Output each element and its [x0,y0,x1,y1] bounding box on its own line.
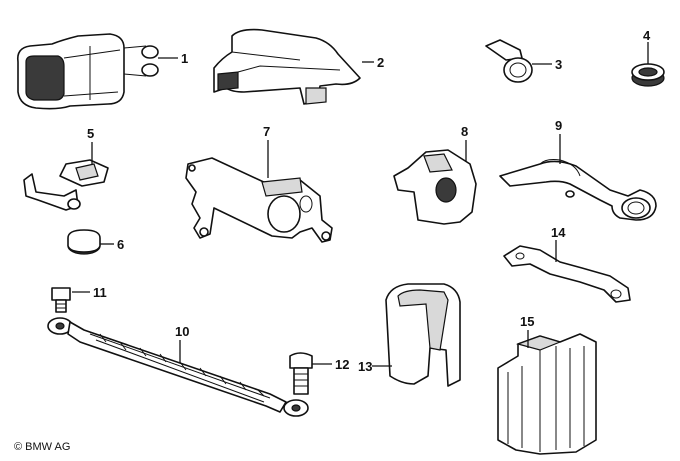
part-7-mounting-bracket[interactable] [185,157,333,243]
part-13-cover[interactable] [385,283,461,387]
callout-4: 4 [643,28,651,43]
part-9-pipe-holder[interactable] [499,159,657,221]
part-14-strap[interactable] [503,245,631,303]
callout-6: 6 [117,237,124,252]
part-2-housing[interactable] [213,28,361,105]
callout-5: 5 [87,126,94,141]
callout-1: 1 [181,51,188,66]
part-5-bracket[interactable] [23,159,109,211]
part-1-grommet[interactable] [16,33,159,110]
part-6-cap[interactable] [67,229,101,255]
part-11-bolt[interactable] [51,287,71,313]
part-8-bracket[interactable] [393,149,477,225]
callout-9: 9 [555,118,562,133]
part-12-bolt[interactable] [289,352,313,395]
callout-10: 10 [175,324,189,339]
callout-7: 7 [263,124,270,139]
part-3-clamp[interactable] [485,39,533,83]
callout-13: 13 [358,359,372,374]
callout-14: 14 [551,225,566,240]
callout-8: 8 [461,124,468,139]
copyright-text: © BMW AG [14,441,71,453]
callout-15: 15 [520,314,534,329]
part-15-insulation-block[interactable] [497,333,597,455]
callout-2: 2 [377,55,384,70]
part-10-ground-strap[interactable] [47,317,309,417]
callout-11: 11 [93,285,107,300]
part-4-grommet-ring[interactable] [631,63,665,87]
callout-12: 12 [335,357,349,372]
callout-3: 3 [555,57,562,72]
